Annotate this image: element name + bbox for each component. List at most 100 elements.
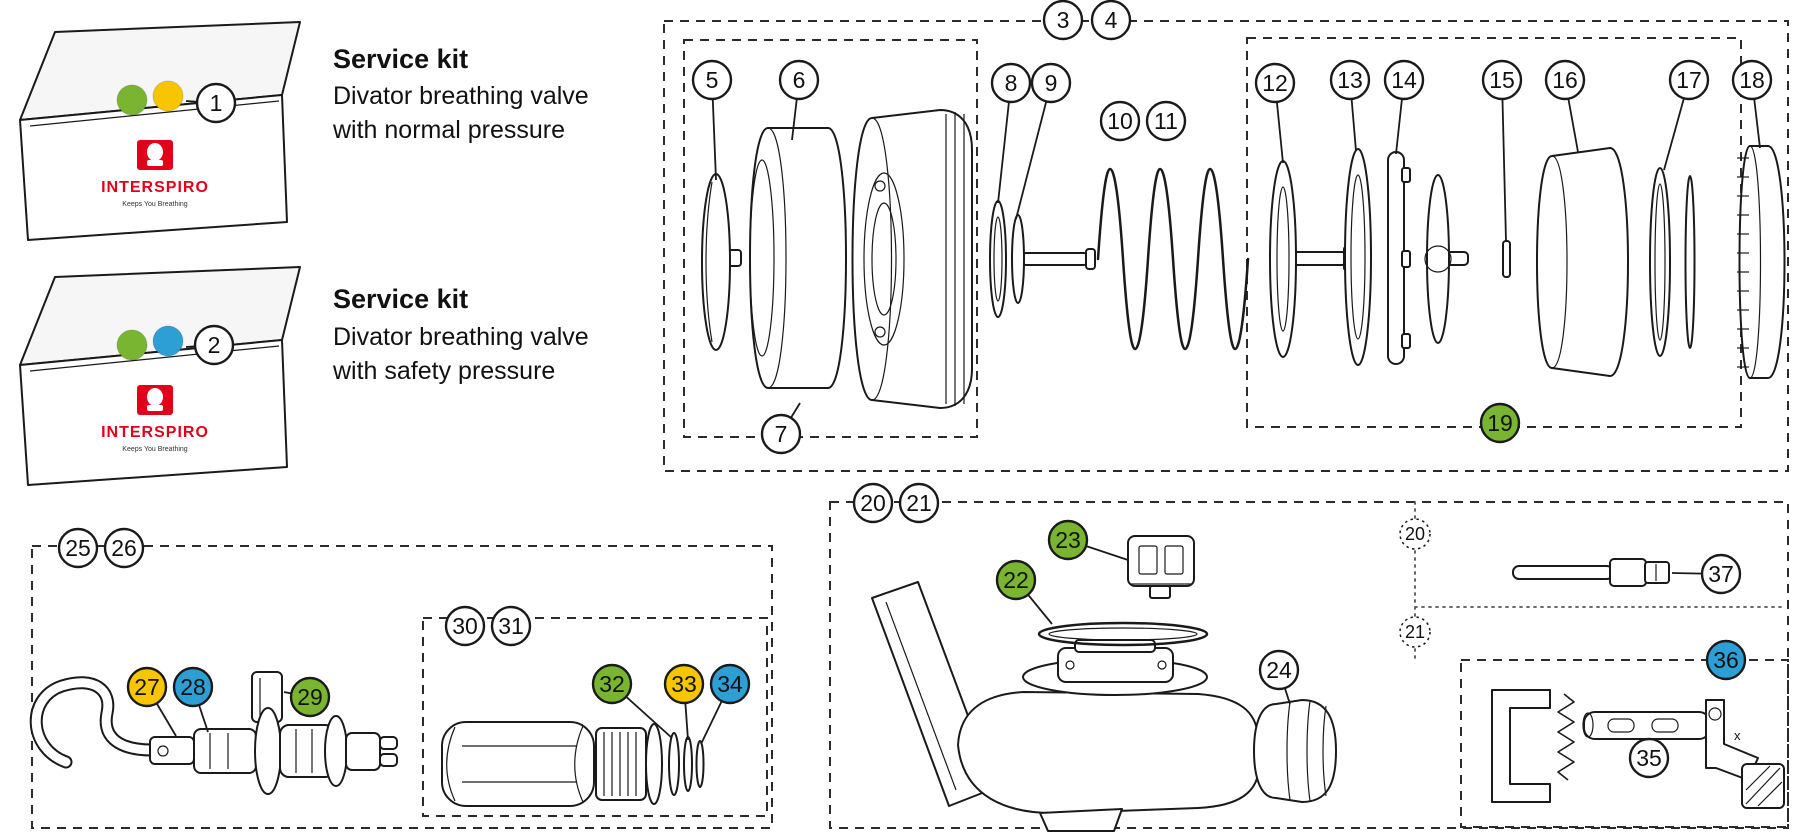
interspiro-logo-icon: [137, 385, 173, 415]
callout-13: 13: [1329, 59, 1371, 152]
callout-circle: [591, 663, 633, 705]
callout-24: 24: [1258, 649, 1300, 705]
kit2-dot-2: [152, 325, 184, 357]
callout-19: 19: [1479, 402, 1521, 444]
callout-circle: [1030, 62, 1072, 104]
callout-circle: [1042, 0, 1084, 41]
callout-number: 33: [671, 671, 697, 697]
callout-number: 5: [706, 67, 719, 93]
group-front-cover: [683, 39, 978, 438]
kit2-desc-line2: with safety pressure: [332, 357, 555, 385]
callout-number: 25: [65, 535, 91, 561]
callout-circle: [709, 663, 751, 705]
callout-number: 30: [452, 613, 478, 639]
callout-18: 18: [1731, 59, 1773, 149]
callout-number: 24: [1266, 657, 1292, 683]
callout-circle: [990, 62, 1032, 104]
part-washers-and-pin: [989, 200, 1096, 318]
callout-21-ref: 21: [1399, 616, 1431, 648]
callout-number: 13: [1337, 67, 1363, 93]
callout-number: 12: [1262, 70, 1288, 96]
callout-number: 27: [134, 674, 160, 700]
callout-10: 10: [1099, 100, 1141, 142]
kit1-dot-1: [116, 84, 148, 116]
callout-circle: [1258, 649, 1300, 691]
callout-36: 36: [1705, 639, 1747, 681]
callout-5: 5: [691, 59, 733, 181]
part-pin: [1502, 240, 1511, 278]
callout-34: 34: [700, 663, 751, 745]
callout-number: 9: [1045, 70, 1058, 96]
part-cover-plate: [701, 173, 742, 351]
kit1-dot-2: [152, 80, 184, 112]
callout-number: 37: [1708, 561, 1734, 587]
callout-7: 7: [760, 402, 802, 455]
callout-circle: [1099, 100, 1141, 142]
callout-number: 20: [1405, 524, 1425, 544]
kit1-tagline: Keeps You Breathing: [122, 201, 187, 208]
kit1-desc-line2: with normal pressure: [332, 116, 565, 144]
callout-4: 4: [1090, 0, 1132, 41]
callout-circle: [289, 676, 331, 718]
callout-number: 3: [1057, 7, 1070, 33]
callout-21: 21: [898, 482, 940, 524]
callout-circle: [195, 82, 237, 124]
callout-circle: [1399, 616, 1431, 648]
part-mouthpiece-assembly: [29, 671, 398, 795]
kit2-dot-1: [116, 329, 148, 361]
part-hose-connector: [1512, 558, 1670, 587]
callout-37: 37: [1671, 553, 1742, 595]
callout-number: 7: [775, 421, 788, 447]
service-kit-box-2: INTERSPIRO Keeps You Breathing: [19, 266, 301, 486]
callout-number: 19: [1487, 410, 1513, 436]
part-diaphragm-ring: [1344, 148, 1372, 366]
callout-circle: [898, 482, 940, 524]
callout-number: 28: [180, 674, 206, 700]
part-front-cover: [749, 127, 847, 389]
callout-circle: [1700, 553, 1742, 595]
part-valve-housing: [871, 581, 1260, 832]
callout-8: 8: [990, 62, 1032, 204]
callout-29: 29: [283, 676, 331, 718]
callout-28: 28: [172, 666, 214, 733]
group-hose: [422, 617, 768, 817]
callout-number: 15: [1489, 67, 1515, 93]
callout-16: 16: [1544, 59, 1586, 153]
callout-33: 33: [663, 663, 705, 741]
callout-circle: [663, 663, 705, 705]
callout-leader-line: [1015, 82, 1052, 220]
callout-30: 30: [444, 605, 486, 647]
callout-number: 23: [1055, 527, 1081, 553]
kit2-tagline: Keeps You Breathing: [122, 446, 187, 453]
callout-32: 32: [591, 663, 673, 739]
callout-14: 14: [1383, 59, 1425, 155]
callout-17: 17: [1663, 59, 1710, 171]
kit1-title: Service kit: [333, 44, 468, 74]
callout-number: 21: [1405, 622, 1425, 642]
callout-number: 32: [599, 671, 625, 697]
callout-9: 9: [1015, 62, 1072, 220]
callout-leader-line: [1501, 79, 1507, 242]
callout-number: 29: [297, 684, 323, 710]
callout-circle: [1628, 737, 1670, 779]
annotation-x: x: [1734, 728, 1741, 743]
callout-circle: [126, 666, 168, 708]
group-mouthpiece: [31, 545, 773, 829]
callout-circle: [1481, 59, 1523, 101]
callout-11: 11: [1145, 100, 1187, 142]
part-bracket-assembly: [1491, 689, 1785, 809]
callout-circle: [1731, 59, 1773, 101]
callout-1: 1: [185, 82, 237, 124]
callout-number: 1: [210, 90, 223, 116]
callout-circle: [1329, 59, 1371, 101]
callout-number: 16: [1552, 67, 1578, 93]
kit1-label: Service kit Divator breathing valve with…: [332, 44, 589, 144]
callout-25: 25: [57, 527, 99, 569]
callout-3: 3: [1042, 0, 1084, 41]
callout-number: 20: [860, 490, 886, 516]
kit1-desc-line1: Divator breathing valve: [333, 82, 589, 110]
kit2-brand: INTERSPIRO: [101, 424, 209, 441]
callout-circle: [1668, 59, 1710, 101]
callout-number: 22: [1003, 567, 1029, 593]
